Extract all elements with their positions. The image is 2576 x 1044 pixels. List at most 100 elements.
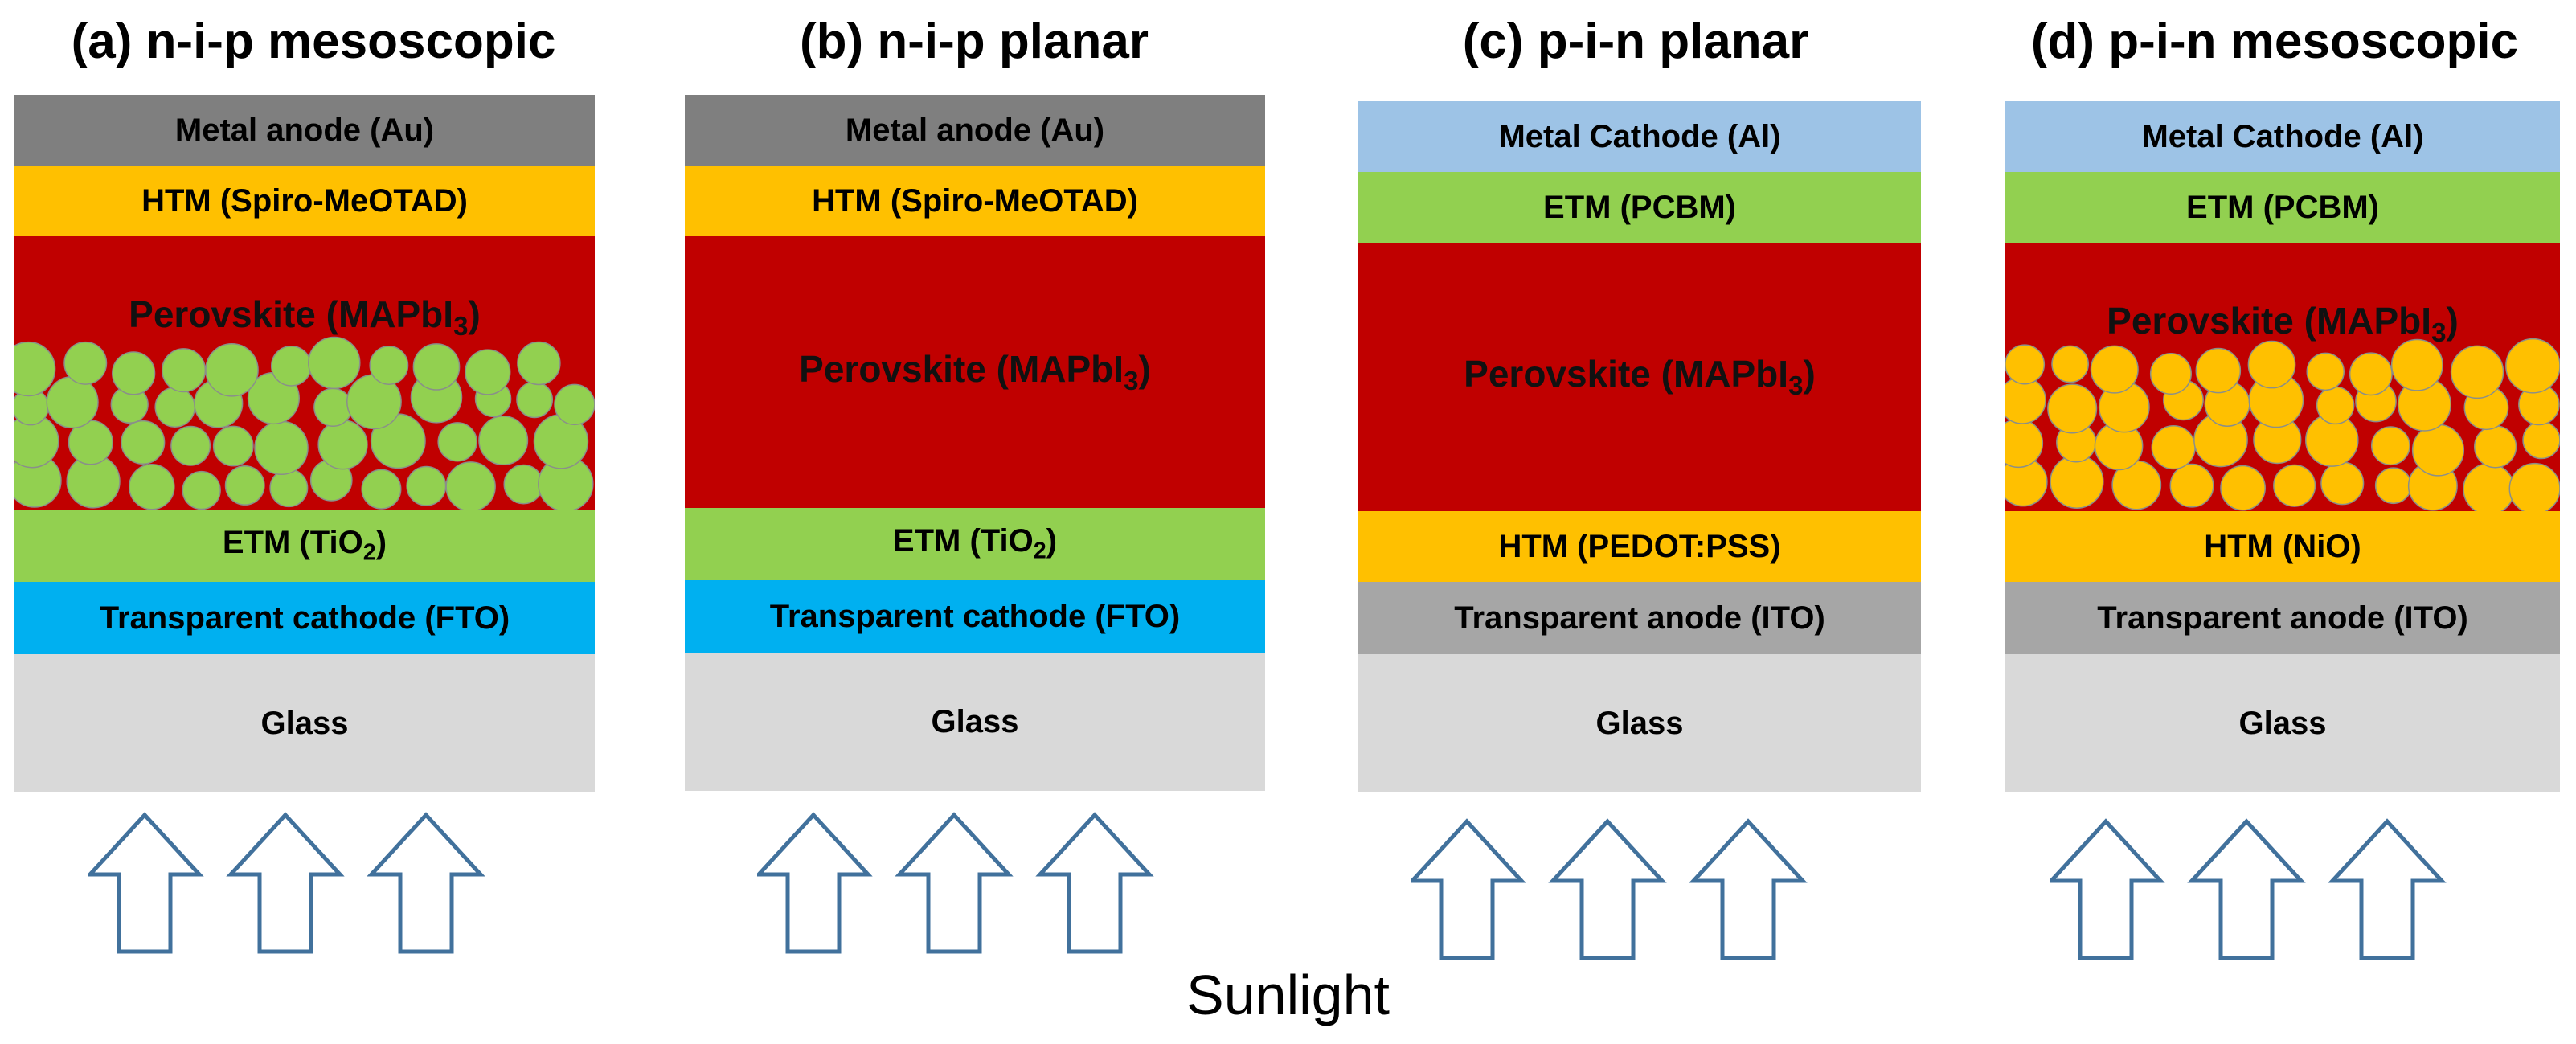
layer-label-text: Perovskite (MAPbI <box>129 293 454 335</box>
nanoparticle <box>2390 338 2443 391</box>
nanoparticle <box>2349 352 2393 396</box>
layer-label-subscript: 2 <box>1033 538 1046 564</box>
up-arrow-icon <box>757 812 873 954</box>
nanoparticle <box>313 387 353 427</box>
nanoparticle <box>2090 345 2139 394</box>
layer-label-text: Metal Cathode (Al) <box>2141 118 2424 154</box>
nanoparticle <box>2320 461 2365 506</box>
nanoparticle <box>182 470 221 510</box>
nanoparticle <box>2169 463 2214 508</box>
layer-label: Perovskite (MAPbI3) <box>2107 299 2459 349</box>
nanoparticle <box>412 343 461 391</box>
layer-label-text: HTM (Spiro-MeOTAD) <box>812 182 1138 219</box>
nanoparticle <box>2370 426 2410 466</box>
layer-label-text: Metal anode (Au) <box>174 112 435 148</box>
layer-label-suffix: ) <box>468 293 481 335</box>
up-arrow-icon <box>1548 818 1667 960</box>
layer-label: Transparent anode (ITO) <box>2097 600 2468 637</box>
layer-label: Transparent cathode (FTO) <box>100 600 510 637</box>
layer-label-text: HTM (Spiro-MeOTAD) <box>141 182 468 219</box>
layer-label: HTM (Spiro-MeOTAD) <box>141 183 468 219</box>
nanoparticle <box>503 464 544 505</box>
layer-label: ETM (PCBM) <box>1543 190 1736 226</box>
layer-label: HTM (Spiro-MeOTAD) <box>812 183 1138 219</box>
sunlight-arrows <box>88 812 485 954</box>
layer-stack: Metal Cathode (Al) ETM (PCBM) Perovskite (… <box>2005 101 2560 792</box>
layer-label-suffix: ) <box>2446 300 2459 342</box>
panel-n-i-p-mesoscopic: (a) n-i-p mesoscopic Metal anode (Au) HTM… <box>0 0 627 1044</box>
nanoparticle <box>2316 386 2355 425</box>
nanoparticle <box>2522 420 2560 460</box>
layer-label-text: Glass <box>931 703 1019 739</box>
layer-label: Metal anode (Au) <box>175 113 434 149</box>
layer-label-text: HTM (NiO) <box>2204 528 2361 564</box>
layer-transparent-cathode-fto: Transparent cathode (FTO) <box>685 580 1265 653</box>
nanoparticle <box>2151 424 2196 470</box>
layer-label-text: Metal anode (Au) <box>845 112 1105 148</box>
sunlight-arrows <box>1411 818 1808 960</box>
nanoparticle <box>478 416 529 466</box>
nanoparticle <box>254 420 309 476</box>
up-arrow-icon <box>2050 818 2165 960</box>
nanoparticle <box>14 341 56 397</box>
layer-label-text: Metal Cathode (Al) <box>1498 118 1781 154</box>
nanoparticle <box>2050 454 2104 509</box>
panel-n-i-p-planar: (b) n-i-p planar Metal anode (Au)HTM (Sp… <box>661 0 1288 1044</box>
layer-label: ETM (TiO2) <box>893 523 1057 565</box>
layer-label-text: Glass <box>2238 705 2327 741</box>
nanoparticle <box>2306 352 2345 391</box>
up-arrow-icon <box>88 812 204 954</box>
layer-label-text: ETM (PCBM) <box>2186 189 2379 225</box>
nanoparticle <box>2195 347 2242 394</box>
nanoparticle-scaffold <box>2005 338 2560 511</box>
layer-label-text: Transparent anode (ITO) <box>2097 600 2468 636</box>
layer-label-suffix: ) <box>1046 523 1058 559</box>
layer-transparent-cathode-fto: Transparent cathode (FTO) <box>14 582 595 654</box>
layer-transparent-anode-ito: Transparent anode (ITO) <box>1358 582 1921 654</box>
nanoparticle <box>554 383 595 426</box>
layer-label: Metal Cathode (Al) <box>2141 119 2423 155</box>
up-arrow-icon <box>895 812 1014 954</box>
layer-label: Glass <box>2239 706 2327 742</box>
panel-p-i-n-planar: (c) p-i-n planar Metal Cathode (Al)ETM (… <box>1322 0 1949 1044</box>
layer-perovskite-mapbi: Perovskite (MAPbI3) <box>14 236 595 510</box>
layer-label: ETM (PCBM) <box>2186 190 2379 226</box>
layer-stack: Metal Cathode (Al) ETM (PCBM) Perovskite (… <box>1358 101 1921 792</box>
layer-label-text: ETM (TiO <box>892 523 1034 559</box>
nanoparticle <box>437 422 477 462</box>
layer-transparent-anode-ito: Transparent anode (ITO) <box>2005 582 2560 654</box>
nanoparticle <box>63 341 108 385</box>
layer-metal-cathode-al: Metal Cathode (Al) <box>1358 101 1921 172</box>
layer-label-suffix: ) <box>1138 348 1151 391</box>
nanoparticle <box>2005 418 2044 469</box>
layer-label-subscript: 3 <box>1124 366 1139 396</box>
layer-glass: Glass <box>2005 654 2560 792</box>
layer-label: Glass <box>261 706 349 742</box>
nanoparticle <box>2411 424 2465 477</box>
nanoparticle <box>224 465 265 506</box>
layer-htm-nio: HTM (NiO) <box>2005 511 2560 582</box>
nanoparticle <box>2463 463 2515 511</box>
layer-stack: Metal anode (Au) HTM (Spiro-MeOTAD) Perovs… <box>14 95 595 792</box>
layer-label-text: Glass <box>1595 705 1684 741</box>
nanoparticle <box>161 348 207 393</box>
layer-metal-anode-au: Metal anode (Au) <box>14 95 595 166</box>
nanoparticle <box>2047 383 2098 434</box>
nanoparticle <box>129 463 175 510</box>
nanoparticle <box>212 425 254 467</box>
layer-label: Glass <box>1596 706 1684 742</box>
layer-label: HTM (PEDOT:PSS) <box>1498 529 1780 565</box>
layer-label: Metal Cathode (Al) <box>1498 119 1780 155</box>
nanoparticle <box>2247 340 2296 389</box>
layer-glass: Glass <box>14 654 595 792</box>
panel-title: (d) p-i-n mesoscopic <box>2030 14 2519 69</box>
nanoparticle <box>170 425 211 466</box>
nanoparticle <box>369 346 409 385</box>
layer-glass: Glass <box>1358 654 1921 792</box>
panel-title: (a) n-i-p mesoscopic <box>71 14 556 69</box>
panel-p-i-n-mesoscopic: (d) p-i-n mesoscopic Metal Cathode (Al) E… <box>1961 0 2576 1044</box>
layer-label: Perovskite (MAPbI3) <box>799 347 1151 397</box>
layer-label-suffix: ) <box>375 525 387 561</box>
layer-label: Perovskite (MAPbI3) <box>1464 352 1816 402</box>
nanoparticle <box>406 465 447 506</box>
